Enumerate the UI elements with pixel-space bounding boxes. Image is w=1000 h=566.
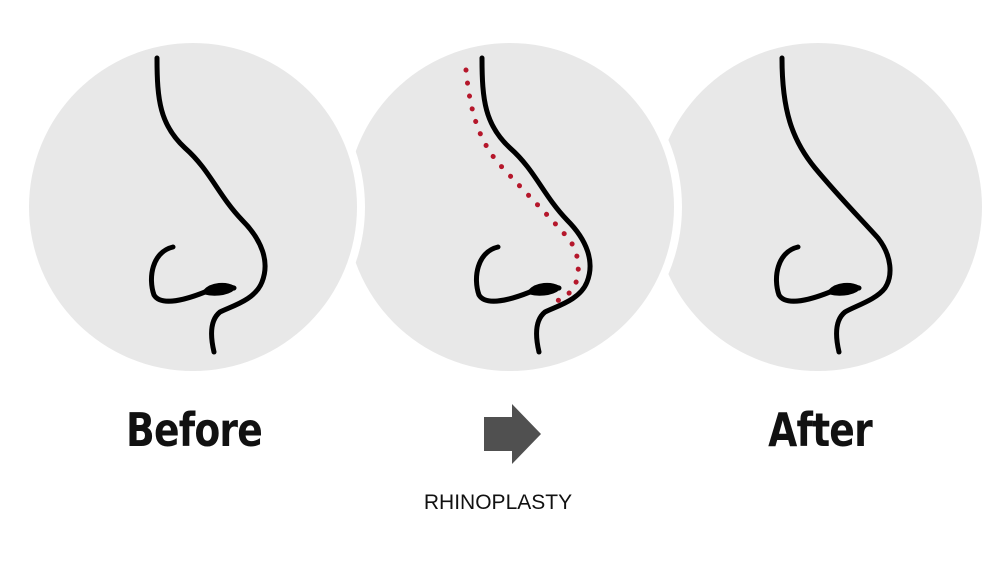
nose-bridge-line bbox=[154, 55, 268, 355]
before-label: Before bbox=[126, 403, 263, 457]
nose-bridge-line bbox=[479, 55, 593, 355]
dotted-correction-line bbox=[463, 67, 581, 305]
after-circle bbox=[646, 35, 990, 379]
procedure-label: RHINOPLASTY bbox=[423, 491, 573, 514]
nose-after bbox=[774, 55, 893, 355]
before-circle bbox=[21, 35, 365, 379]
nostril-fill bbox=[202, 282, 236, 296]
nostril-fill bbox=[527, 282, 561, 296]
nostril-fill bbox=[827, 282, 861, 296]
procedure-circle bbox=[338, 35, 682, 379]
nose-bridge-line bbox=[779, 55, 893, 355]
after-label: After bbox=[768, 403, 873, 457]
nose-before bbox=[149, 55, 268, 355]
right-arrow-icon bbox=[484, 404, 541, 464]
nose-procedure bbox=[474, 55, 593, 355]
